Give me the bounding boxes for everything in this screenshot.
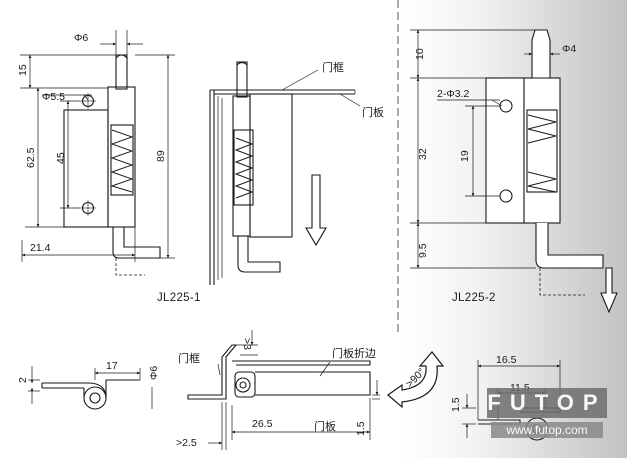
jl225-2-caption: JL225-2 bbox=[452, 292, 496, 304]
jl225-1-hole-pitch: 45 bbox=[55, 152, 67, 164]
bottom-right-length: 16.5 bbox=[496, 354, 517, 366]
jl225-2-spring-window bbox=[526, 109, 558, 193]
jl225-1-top-len: 15 bbox=[17, 64, 29, 76]
jl225-2-barrel bbox=[523, 77, 561, 224]
jl225-1-width: 21.4 bbox=[30, 242, 51, 254]
jl225-1-height: 89 bbox=[155, 150, 167, 162]
jl225-2-l-handle bbox=[535, 223, 604, 269]
bottom-left-thickness: 2 bbox=[17, 377, 29, 383]
jl225-1-caption: JL225-1 bbox=[157, 292, 201, 304]
bottom-right-thickness: 1.5 bbox=[450, 397, 462, 412]
jl225-2-down-arrow bbox=[600, 267, 618, 314]
jl225-2-bottom-len: 9.5 bbox=[417, 243, 429, 258]
jl225-1-barrel bbox=[107, 86, 136, 228]
install-door-frame bbox=[209, 89, 355, 285]
background-gradient-panel bbox=[400, 0, 627, 458]
jl225-2-hole-bottom bbox=[499, 189, 513, 203]
bottom-middle-width: 26.5 bbox=[252, 418, 273, 430]
bottom-middle-label-door: 门板 bbox=[314, 419, 336, 433]
install-barrel bbox=[232, 95, 251, 237]
jl225-1-leaf-plate bbox=[63, 109, 109, 228]
bend-arrow bbox=[387, 351, 445, 409]
bottom-left-pin-dia: Φ6 bbox=[148, 366, 160, 380]
jl225-1-pin-top bbox=[115, 54, 128, 90]
jl225-1-front-view bbox=[20, 30, 175, 276]
jl225-1-spring bbox=[110, 129, 134, 193]
jl225-1-spring-window bbox=[110, 124, 134, 196]
bottom-middle-gap-bottom: >2.5 bbox=[176, 437, 197, 449]
bottom-middle-barrel bbox=[234, 371, 256, 398]
jl225-2-holes: 2-Φ3.2 bbox=[437, 88, 469, 100]
install-down-arrow bbox=[305, 174, 327, 247]
jl225-1-l-handle bbox=[112, 227, 161, 259]
bottom-left-barrel bbox=[83, 386, 107, 410]
bottom-left-section-view bbox=[28, 366, 153, 410]
install-handle bbox=[237, 236, 281, 273]
jl225-1-pin-dia: Φ6 bbox=[74, 32, 88, 44]
jl225-2-pin-dia: Φ4 bbox=[562, 43, 576, 55]
bottom-middle-label-frame: 门框 bbox=[178, 351, 200, 365]
jl225-2-pin-top bbox=[531, 29, 551, 79]
bottom-middle-label-flange: 门板折边 bbox=[332, 346, 376, 360]
install-label-door: 门板 bbox=[362, 105, 384, 119]
jl225-1-hole-dia: Φ5.5 bbox=[42, 91, 65, 103]
jl225-1-overall: 62.5 bbox=[25, 147, 37, 168]
bottom-middle-section-view bbox=[187, 330, 445, 450]
watermark-logo: FUTOP bbox=[487, 388, 607, 418]
watermark-url: www.futop.com bbox=[491, 422, 603, 438]
install-label-frame: 门框 bbox=[322, 60, 344, 74]
jl225-1-install-view bbox=[209, 61, 361, 285]
bottom-middle-gap-top: >3 bbox=[241, 338, 253, 350]
bottom-middle-door-panel bbox=[255, 371, 371, 396]
bottom-left-length: 17 bbox=[106, 360, 118, 372]
jl225-2-top-len: 10 bbox=[414, 48, 426, 60]
futop-watermark: FUTOP www.futop.com bbox=[487, 386, 607, 442]
jl225-2-hole-pitch: 19 bbox=[459, 150, 471, 162]
jl225-2-front-view bbox=[410, 29, 618, 314]
bottom-middle-thickness: 1.5 bbox=[355, 421, 367, 436]
jl225-2-height: 32 bbox=[417, 148, 429, 160]
install-door-panel bbox=[249, 93, 293, 238]
